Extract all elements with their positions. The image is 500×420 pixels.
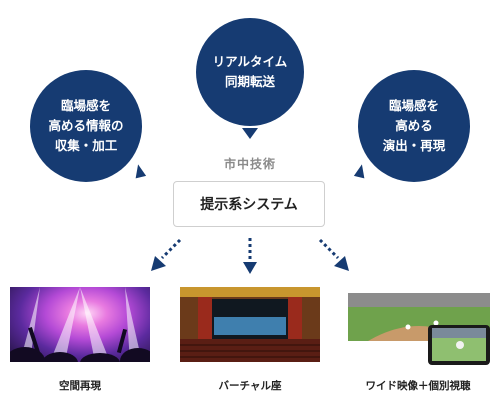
raised-arm: [28, 327, 40, 353]
subtitle-commercial-technology: 市中技術: [223, 157, 276, 171]
balcony: [180, 287, 320, 297]
bubble-tail-top: [242, 128, 258, 139]
caption-wide-video-individual-viewing: ワイド映像＋個別視聴: [365, 380, 471, 392]
arrow-left-line: [160, 238, 182, 260]
crowd-silhouette: [42, 352, 78, 362]
caption-virtual-theater: バーチャル座: [218, 380, 282, 392]
tablet-stands: [432, 328, 486, 338]
baseball-scene: [348, 293, 490, 365]
bubble-text-line: 臨場感を: [388, 98, 439, 113]
bubble-text-line: 高める情報の: [48, 118, 124, 133]
light-beam: [80, 287, 110, 362]
stands: [348, 293, 490, 307]
arrow-right-head: [334, 256, 349, 271]
bubble-information-gathering: 臨場感を 高める情報の 収集・加工: [30, 70, 142, 182]
bubble-text-line: 臨場感を: [60, 98, 111, 113]
stage-floor: [214, 317, 286, 335]
light-beam: [50, 287, 80, 362]
crowd-silhouette: [80, 353, 120, 362]
concert-crowd-photo: [10, 287, 150, 362]
bubble-text-line: リアルタイム: [212, 54, 288, 69]
theater-stage-photo: [180, 287, 320, 362]
player: [405, 324, 411, 330]
arrow-center-head: [243, 262, 257, 274]
crowd-silhouette: [10, 347, 45, 362]
presentation-system-box: 提示系システム: [173, 181, 325, 227]
player: [433, 320, 439, 326]
curtain-right: [288, 297, 302, 341]
batter: [456, 341, 464, 349]
curtain-left: [198, 297, 212, 341]
bubble-realtime-sync: リアルタイム 同期転送: [196, 18, 304, 126]
bubble-text-line: 演出・再現: [382, 138, 446, 153]
arrow-right-line: [318, 238, 340, 260]
arrow-left-head: [151, 256, 166, 271]
light-beam: [125, 287, 142, 362]
light-beam: [20, 287, 40, 362]
concert-scene: [10, 287, 150, 362]
bubble-text-line: 同期転送: [224, 74, 275, 89]
theater-scene: [180, 287, 320, 362]
bubble-presentation-reproduction: 臨場感を 高める 演出・再現: [358, 70, 470, 182]
crowd-silhouette: [120, 348, 150, 362]
caption-spatial-reproduction: 空間再現: [59, 380, 101, 392]
raised-arm: [116, 328, 128, 354]
baseball-wide-view-photo: [348, 293, 490, 365]
bubble-text-line: 収集・加工: [54, 138, 118, 153]
bubble-text-line: 高める: [395, 118, 433, 133]
